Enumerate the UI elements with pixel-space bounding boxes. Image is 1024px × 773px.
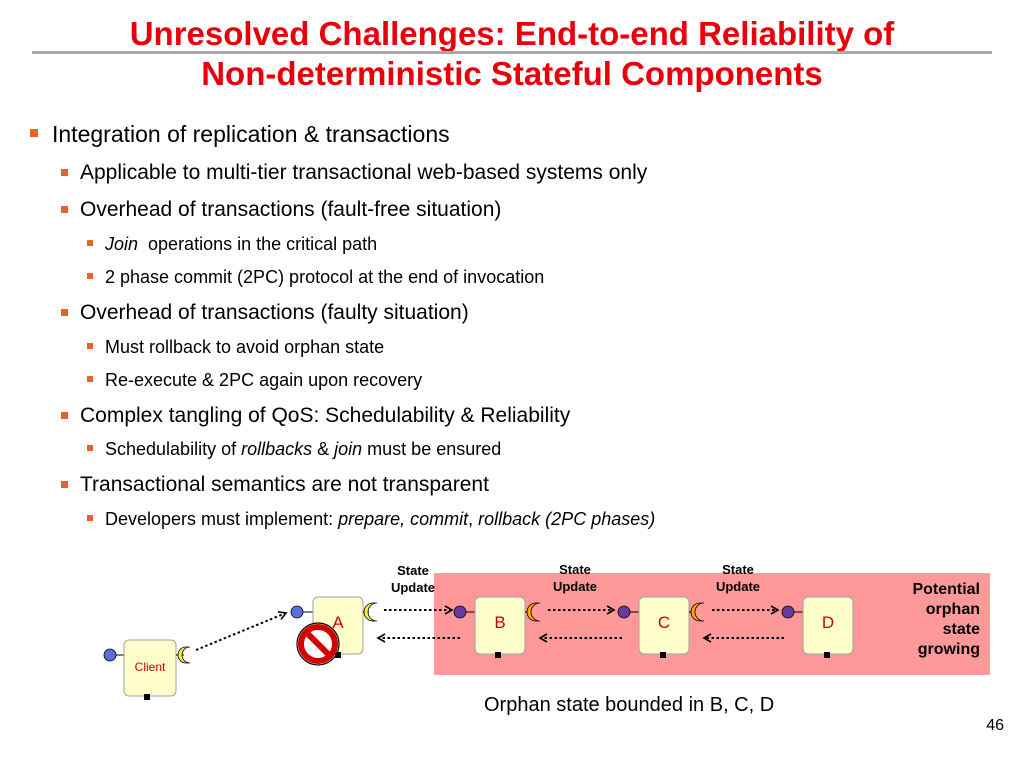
bullet-text: Schedulability of — [105, 439, 242, 459]
bullet-marker — [87, 445, 93, 451]
bullet-marker — [87, 515, 93, 521]
bullet-item-level-1: Integration of replication & transaction… — [30, 120, 450, 148]
bullet-marker — [87, 240, 93, 246]
bullet-text: & — [312, 439, 335, 459]
bullet-text: Complex tangling of QoS: Schedulability … — [80, 404, 571, 427]
bullet-text: operations in the critical path — [138, 234, 378, 254]
bullet-text: join — [334, 439, 363, 459]
state-update-label-a-b: State Update — [390, 563, 436, 595]
component-a-label: A — [332, 613, 344, 632]
bullet-item-level-3: Join operations in the critical path — [87, 233, 378, 255]
client-to-a-arrow — [195, 611, 288, 651]
title-line-1: Unresolved Challenges: End-to-end Reliab… — [129, 15, 895, 52]
slide-title: Unresolved Challenges: End-to-end Reliab… — [0, 14, 1024, 94]
bullet-marker — [61, 481, 68, 488]
b-receptacle — [453, 605, 467, 619]
client-facet — [177, 646, 191, 664]
a-facet — [363, 602, 378, 622]
bullet-text: Developers must implement: — [105, 509, 339, 529]
bullet-text: rollback (2PC phases) — [478, 509, 656, 529]
bullet-text: Integration of replication & transaction… — [52, 121, 450, 147]
bullet-marker — [30, 129, 38, 137]
bullet-item-level-2: Complex tangling of QoS: Schedulability … — [61, 403, 571, 429]
bullet-text: Must rollback to avoid orphan state — [105, 337, 385, 357]
title-line-2: Non-deterministic Stateful Components — [201, 55, 823, 92]
client-label: Client — [134, 660, 166, 674]
bullet-text: Join — [105, 234, 139, 254]
bullet-text: , — [468, 509, 479, 529]
bullet-text: Transactional semantics are not transpar… — [80, 473, 489, 496]
bullet-text: Overhead of transactions (faulty situati… — [80, 301, 469, 324]
component-d-label: D — [821, 613, 835, 632]
bullet-list: Integration of replication & transaction… — [30, 120, 656, 530]
client-port — [144, 694, 150, 700]
a-port — [335, 652, 341, 658]
d-receptacle — [781, 605, 795, 619]
b-facet — [526, 602, 541, 622]
state-update-label-b-c: State Update — [552, 562, 598, 594]
bullet-marker — [87, 376, 93, 382]
bullet-item-level-2: Overhead of transactions (faulty situati… — [61, 300, 469, 326]
bullet-text: prepare, commit — [338, 509, 469, 529]
bullet-item-level-3: Re-execute & 2PC again upon recovery — [87, 369, 423, 391]
orphan-state-region — [434, 573, 990, 675]
c-receptacle — [617, 605, 631, 619]
bullet-text: rollbacks — [241, 439, 313, 459]
a-receptacle — [290, 605, 304, 619]
bullet-marker — [87, 273, 93, 279]
component-b-label: B — [494, 613, 506, 632]
bullet-item-level-3: Developers must implement: prepare, comm… — [87, 508, 656, 530]
bullet-text: Applicable to multi-tier transactional w… — [80, 161, 648, 184]
component-c-label: C — [657, 613, 671, 632]
bullet-text: must be ensured — [362, 439, 502, 459]
bullet-marker — [61, 169, 68, 176]
b-port — [495, 652, 501, 658]
bullet-item-level-3: Schedulability of rollbacks & join must … — [87, 438, 502, 460]
bullet-text: 2 phase commit (2PC) protocol at the end… — [105, 267, 545, 287]
page-number: 46 — [986, 717, 1004, 734]
orphan-bounded-caption: Orphan state bounded in B, C, D — [484, 694, 775, 716]
potential-orphan-label: Potential orphan state growing — [912, 581, 980, 658]
bullet-text: Re-execute & 2PC again upon recovery — [105, 370, 423, 390]
bullet-item-level-3: Must rollback to avoid orphan state — [87, 336, 385, 358]
bullet-item-level-2: Applicable to multi-tier transactional w… — [61, 160, 648, 186]
d-port — [824, 652, 830, 658]
c-facet — [690, 602, 705, 622]
bullet-item-level-2: Overhead of transactions (fault-free sit… — [61, 197, 502, 223]
bullet-marker — [61, 206, 68, 213]
state-update-label-c-d: State Update — [715, 562, 761, 594]
bullet-item-level-3: 2 phase commit (2PC) protocol at the end… — [87, 266, 545, 288]
bullet-text: Overhead of transactions (fault-free sit… — [80, 198, 502, 221]
bullet-marker — [61, 309, 68, 316]
c-port — [660, 652, 666, 658]
client-receptacle — [103, 648, 117, 662]
bullet-marker — [61, 412, 68, 419]
title-underline — [32, 51, 992, 54]
failure-icon — [296, 622, 340, 666]
bullet-item-level-2: Transactional semantics are not transpar… — [61, 472, 489, 498]
bullet-marker — [87, 343, 93, 349]
